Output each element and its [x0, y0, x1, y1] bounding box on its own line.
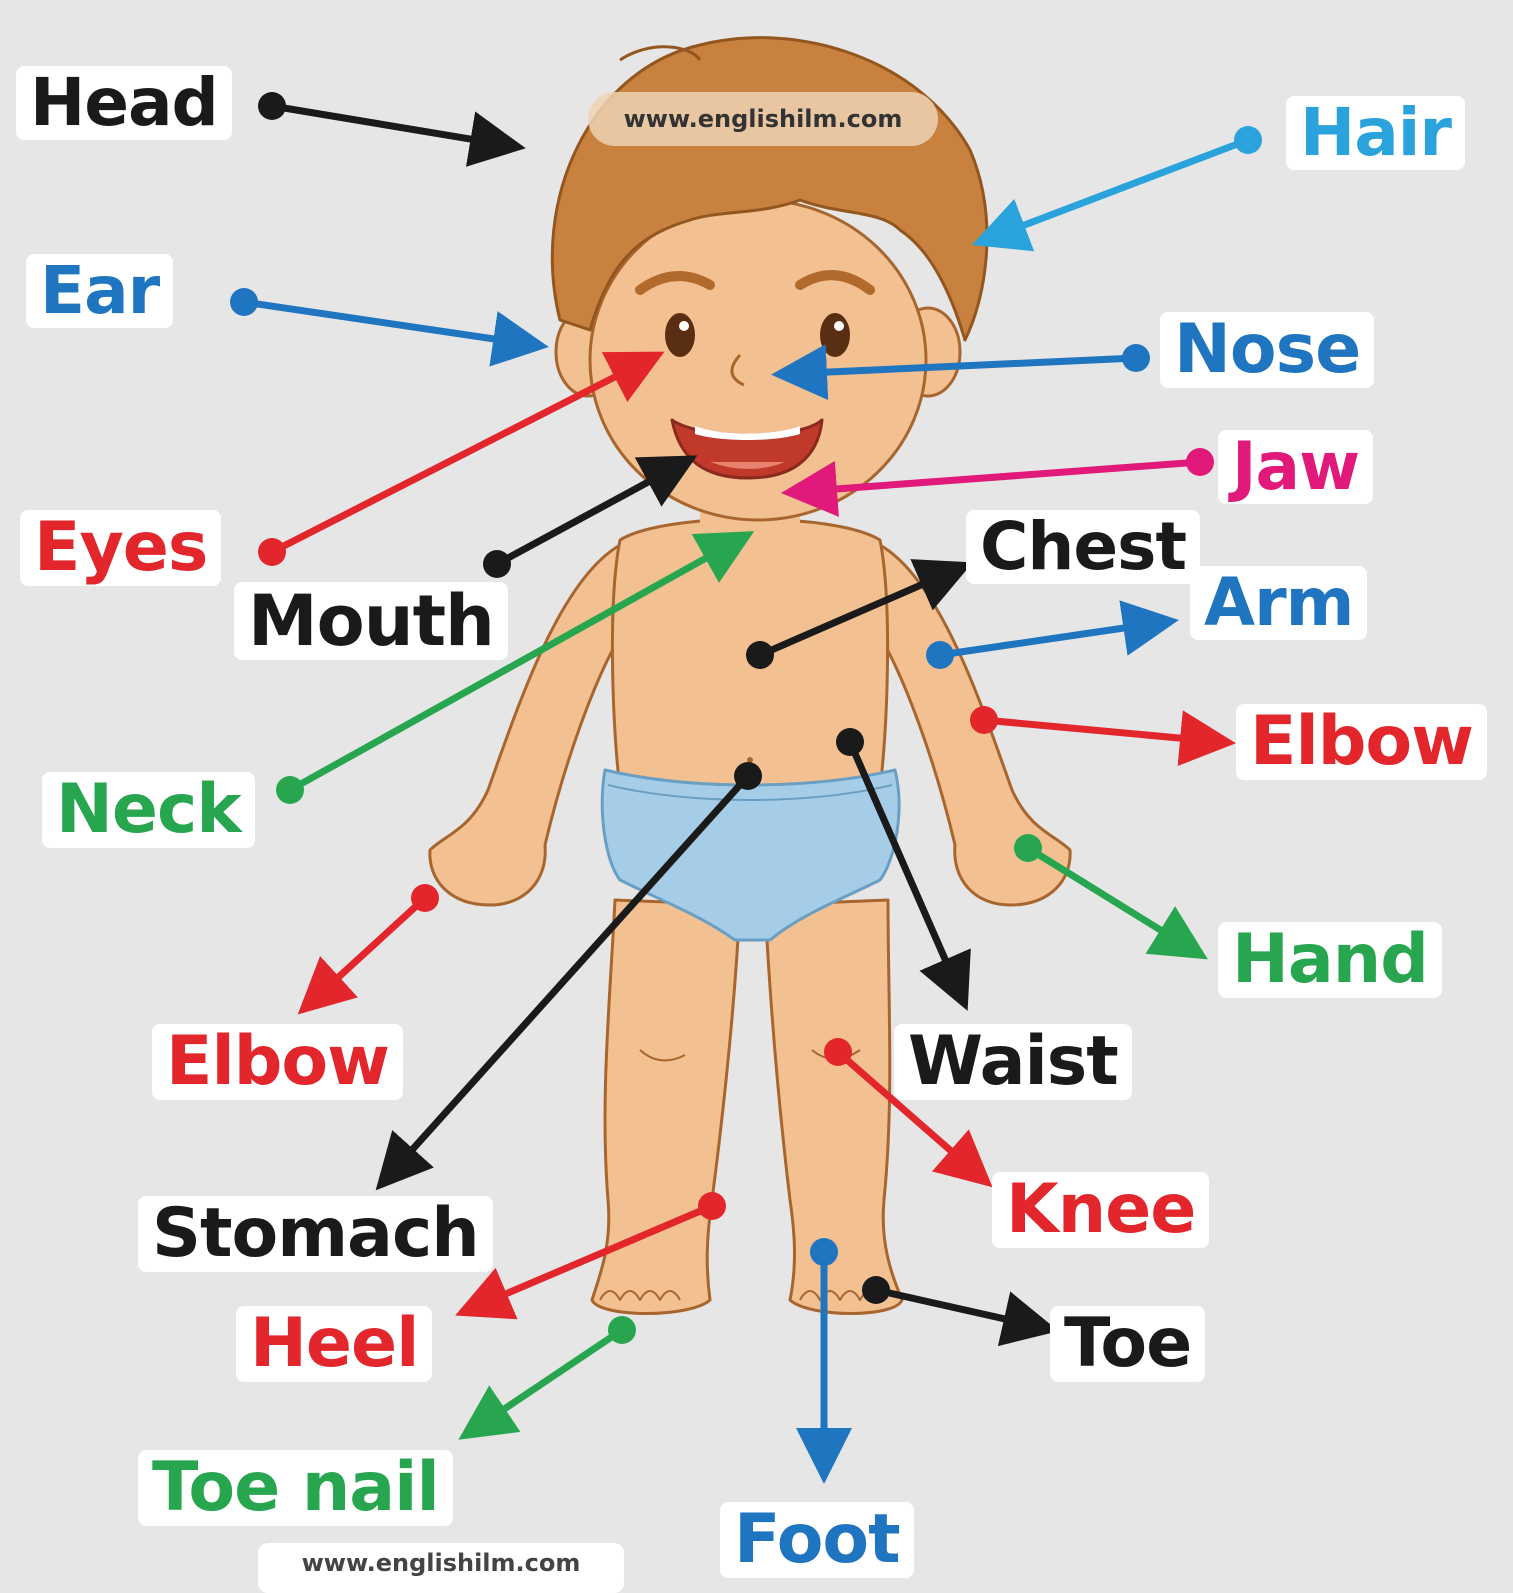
- arrow-elbow-left: [308, 898, 425, 1005]
- label-knee: Knee: [992, 1172, 1209, 1248]
- label-heel: Heel: [236, 1306, 432, 1382]
- label-chest: Chest: [966, 510, 1200, 584]
- label-head: Head: [16, 66, 232, 140]
- arrow-eyes-dot: [258, 538, 286, 566]
- right-eye-shape: [820, 313, 850, 357]
- arrow-mouth-dot: [483, 550, 511, 578]
- arrow-knee-dot: [824, 1038, 852, 1066]
- arrow-head-dot: [258, 92, 286, 120]
- arrow-ear: [244, 302, 535, 345]
- label-eyes: Eyes: [20, 510, 221, 586]
- arrow-ear-dot: [230, 288, 258, 316]
- watermark-bottom: www.englishilm.com: [258, 1543, 624, 1593]
- label-waist: Waist: [894, 1024, 1132, 1100]
- arrow-eyes: [272, 358, 652, 552]
- child-illustration: [430, 38, 1070, 1314]
- arrow-hand-dot: [1014, 834, 1042, 862]
- arrow-jaw-dot: [1186, 448, 1214, 476]
- arrow-arm: [940, 622, 1165, 655]
- label-toe-nail: Toe nail: [138, 1450, 453, 1526]
- label-ear: Ear: [26, 254, 173, 328]
- arrow-waist-dot: [836, 728, 864, 756]
- arrow-foot-dot: [810, 1238, 838, 1266]
- arrow-heel-dot: [698, 1192, 726, 1220]
- label-elbow-right: Elbow: [1236, 704, 1487, 780]
- label-jaw: Jaw: [1218, 430, 1373, 504]
- arrow-toe-nail: [470, 1330, 622, 1432]
- arrow-head: [272, 106, 512, 146]
- label-mouth: Mouth: [234, 582, 508, 660]
- arrow-toe: [876, 1290, 1045, 1328]
- arrow-toe-nail-dot: [608, 1316, 636, 1344]
- arrow-nose-dot: [1122, 344, 1150, 372]
- label-stomach: Stomach: [138, 1196, 493, 1272]
- label-nose: Nose: [1160, 312, 1374, 388]
- label-hand: Hand: [1218, 922, 1442, 998]
- arrow-elbow-left-dot: [411, 884, 439, 912]
- arrow-arm-dot: [926, 641, 954, 669]
- left-eye-shape: [665, 313, 695, 357]
- arrow-elbow-right: [984, 720, 1222, 742]
- arrow-hand: [1028, 848, 1196, 952]
- label-elbow-left: Elbow: [152, 1024, 403, 1100]
- arrow-chest-dot: [746, 641, 774, 669]
- arrow-stomach-dot: [734, 762, 762, 790]
- arrow-hair-dot: [1234, 126, 1262, 154]
- arrow-elbow-right-dot: [970, 706, 998, 734]
- label-arm: Arm: [1190, 566, 1367, 640]
- arrow-hair: [985, 140, 1248, 240]
- watermark-top: www.englishilm.com: [588, 92, 938, 146]
- arrow-toe-dot: [862, 1276, 890, 1304]
- label-neck: Neck: [42, 772, 255, 848]
- label-hair: Hair: [1286, 96, 1465, 170]
- label-toe: Toe: [1050, 1306, 1205, 1382]
- arrow-neck-dot: [276, 776, 304, 804]
- label-foot: Foot: [720, 1502, 914, 1578]
